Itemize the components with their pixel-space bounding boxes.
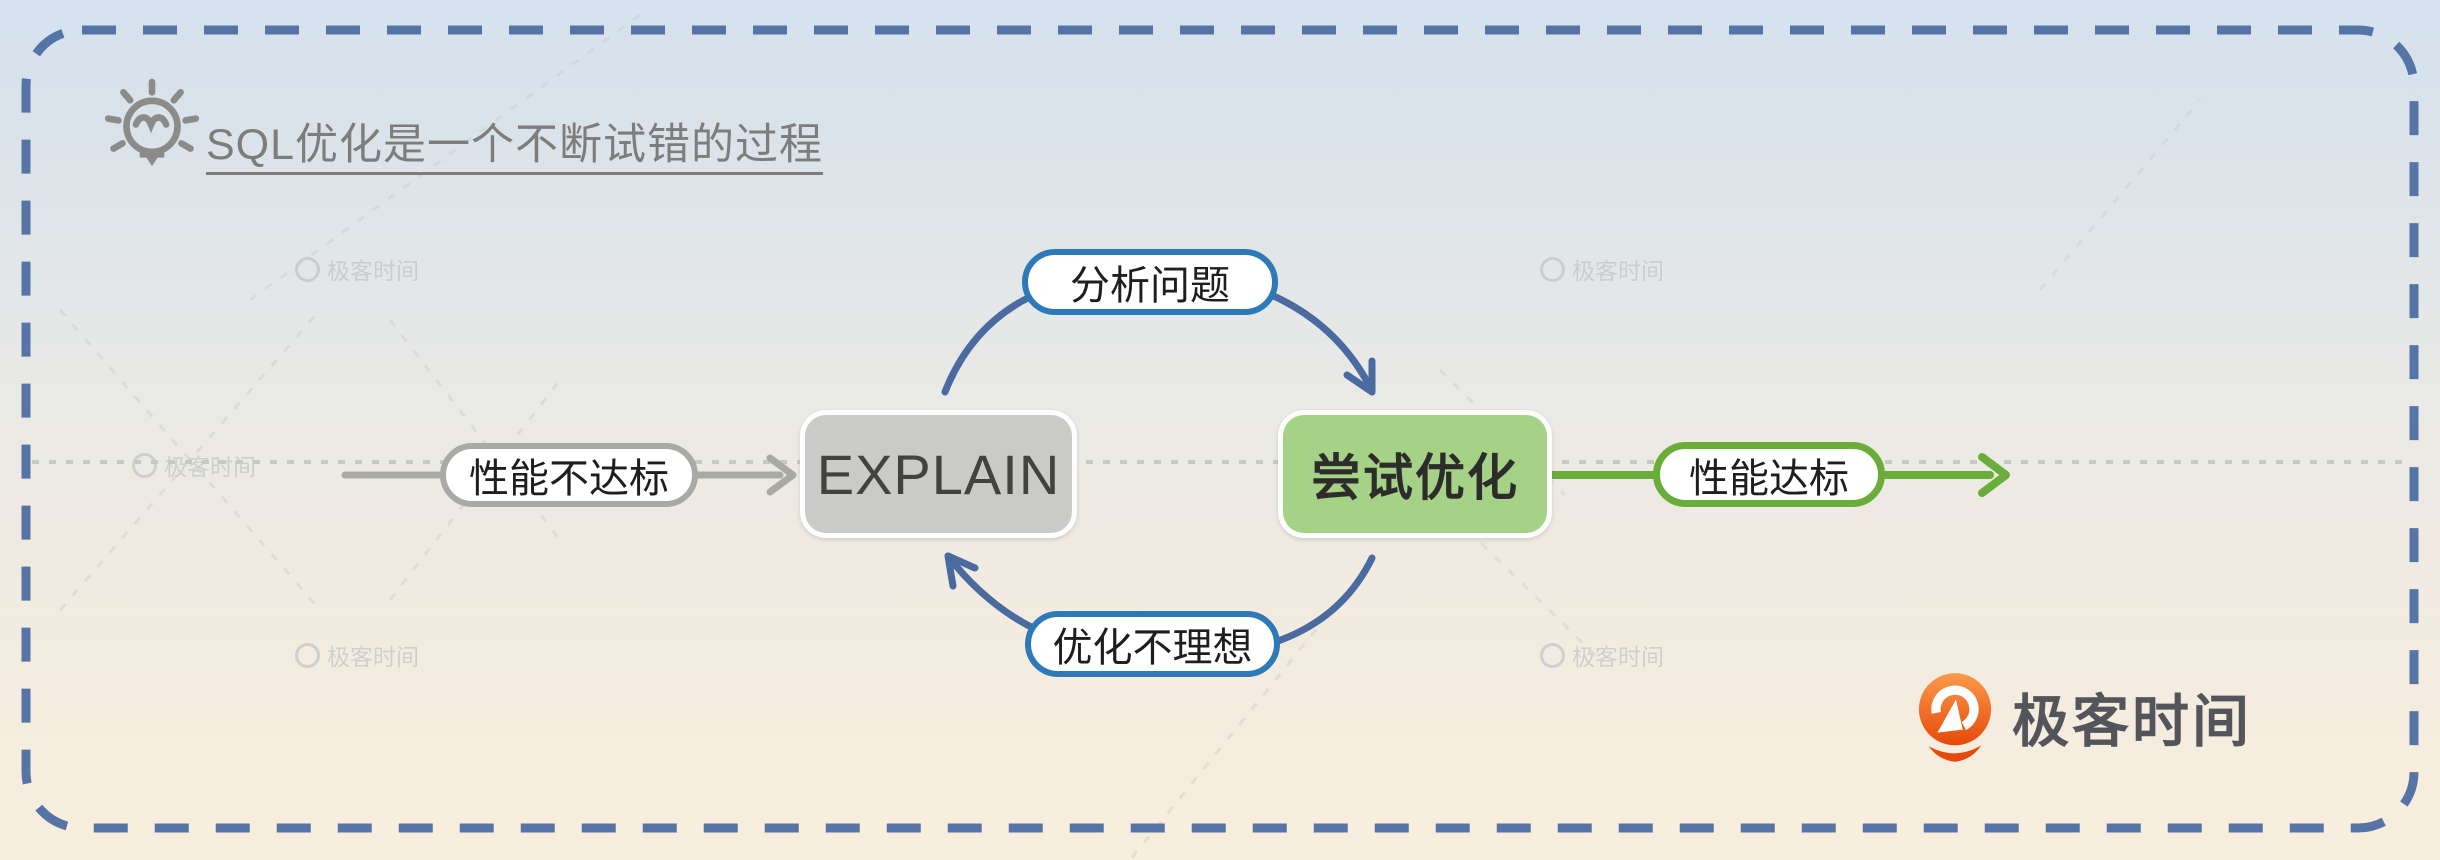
- node-try-optimize: 尝试优化: [1278, 410, 1552, 538]
- node-explain-label: EXPLAIN: [816, 442, 1061, 506]
- node-explain: EXPLAIN: [800, 410, 1077, 538]
- edge-label-text: 性能达标: [1689, 456, 1849, 501]
- watermark-text: 极客时间: [164, 454, 256, 480]
- watermark-logo-icon: [1540, 642, 1565, 668]
- edge-label-text: 优化不理想: [1052, 626, 1253, 670]
- brand-logo-text: 极客时间: [2012, 690, 2252, 754]
- watermark-text: 极客时间: [1572, 258, 1664, 284]
- edge-label-analyze-problem: 分析问题: [1022, 249, 1278, 315]
- watermark-logo-icon: [1540, 256, 1565, 282]
- watermark: 极客时间: [295, 638, 419, 672]
- watermark: 极客时间: [132, 448, 256, 482]
- page-title: SQL优化是一个不断试错的过程: [206, 121, 824, 169]
- watermark: 极客时间: [295, 252, 419, 286]
- edge-label-performance-fail: 性能不达标: [440, 443, 698, 507]
- header: SQL优化是一个不断试错的过程: [100, 74, 822, 174]
- geektime-pin-icon: [1918, 673, 1992, 762]
- node-try-optimize-label: 尝试优化: [1311, 450, 1519, 506]
- watermark-text: 极客时间: [327, 258, 419, 284]
- watermark-logo-icon: [295, 642, 320, 668]
- watermark-logo-icon: [295, 256, 320, 282]
- watermark-text: 极客时间: [1572, 644, 1664, 670]
- edge-label-text: 性能不达标: [469, 457, 669, 501]
- watermark-logo-icon: [132, 452, 157, 478]
- lightbulb-icon: [104, 78, 200, 167]
- brand-logo: 极客时间: [1916, 668, 2252, 766]
- watermark-text: 极客时间: [327, 644, 419, 670]
- edge-label-performance-pass: 性能达标: [1653, 442, 1885, 507]
- watermark: 极客时间: [1540, 638, 1664, 672]
- edge-label-text: 分析问题: [1070, 264, 1230, 308]
- watermark: 极客时间: [1540, 252, 1664, 286]
- edge-label-not-ideal: 优化不理想: [1025, 611, 1280, 677]
- dashed-frame-border: [21, 25, 2419, 833]
